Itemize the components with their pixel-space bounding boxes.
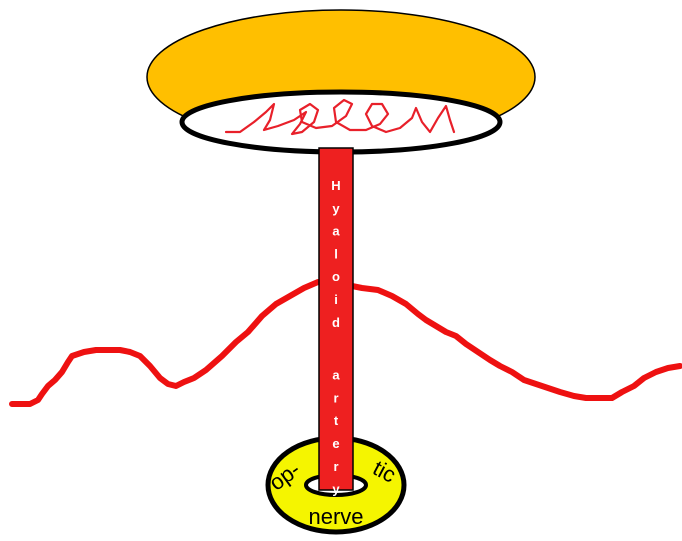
artery-letter: y <box>332 201 340 216</box>
artery-letter: d <box>332 315 340 330</box>
artery-letter: t <box>334 413 339 428</box>
optic-label-bottom: nerve <box>308 504 363 529</box>
artery-letter: y <box>332 482 340 497</box>
artery-letter: r <box>333 390 338 405</box>
artery-letter: l <box>334 246 338 261</box>
artery-letter: a <box>332 224 340 239</box>
artery-letter: r <box>333 459 338 474</box>
artery-letter: i <box>334 292 338 307</box>
artery-letter: H <box>331 178 340 193</box>
artery-letter: o <box>332 269 340 284</box>
artery-letter: e <box>332 436 339 451</box>
artery-letter: a <box>332 368 340 383</box>
